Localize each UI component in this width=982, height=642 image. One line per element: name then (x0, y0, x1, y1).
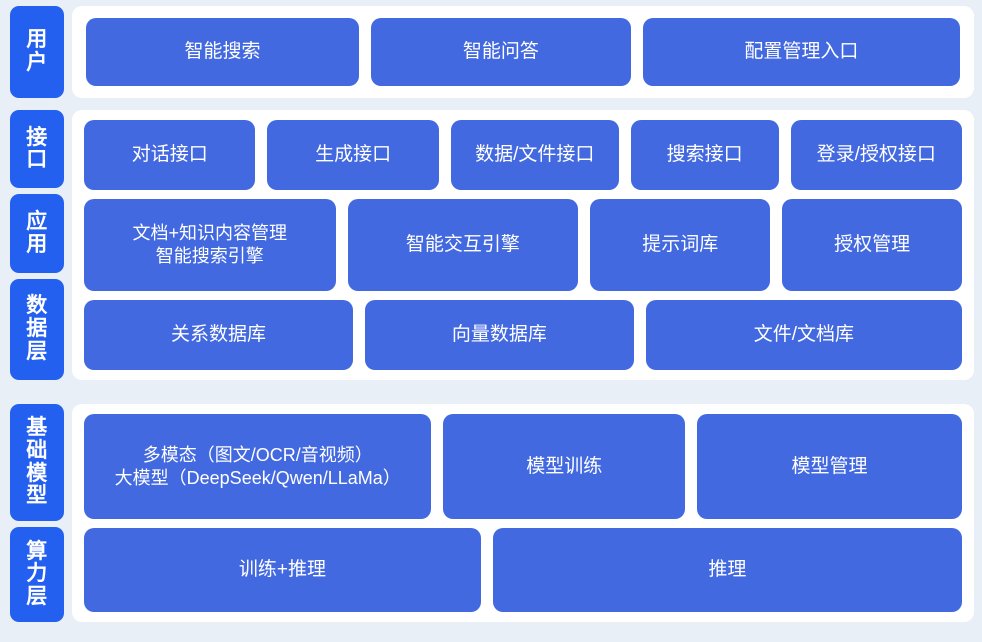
section-middle: 接 口 应 用 数 据 层 对话接口 生成接口 数据/文件接口 搜索接口 登录/… (0, 104, 982, 386)
row-data: 关系数据库 向量数据库 文件/文档库 (84, 299, 962, 370)
box-search-interface[interactable]: 搜索接口 (630, 120, 779, 191)
card-user: 智能搜索 智能问答 配置管理入口 (72, 6, 974, 98)
card-base: 多模态（图文/OCR/音视频） 大模型（DeepSeek/Qwen/LLaMa）… (72, 404, 974, 622)
box-doc-knowledge-management[interactable]: 文档+知识内容管理 智能搜索引擎 (84, 199, 336, 291)
box-training-inference[interactable]: 训练+推理 (84, 528, 481, 612)
layer-label-user-char-0: 用 (26, 28, 48, 52)
box-inference[interactable]: 推理 (492, 528, 962, 612)
box-model-management[interactable]: 模型管理 (696, 414, 962, 520)
layer-label-data-char-0: 数 (26, 294, 48, 318)
box-intelligent-search[interactable]: 智能搜索 (86, 18, 360, 86)
box-config-management-entry[interactable]: 配置管理入口 (642, 18, 960, 86)
box-relational-database[interactable]: 关系数据库 (84, 299, 353, 370)
section-user: 用 户 智能搜索 智能问答 配置管理入口 (0, 0, 982, 104)
section-base: 基 础 模 型 算 力 层 多模态（图文/OCR/音视频） 大模型（DeepSe… (0, 398, 982, 630)
section-divider (0, 386, 982, 398)
layer-label-user-char-1: 户 (26, 51, 48, 74)
layer-label-interface-char-0: 接 (26, 125, 48, 149)
layer-label-base-model-char-1: 础 (26, 439, 48, 462)
box-intelligent-qa[interactable]: 智能问答 (371, 18, 631, 86)
layer-label-compute-char-1: 力 (26, 562, 48, 586)
box-dialog-interface[interactable]: 对话接口 (84, 120, 256, 191)
box-login-auth-interface[interactable]: 登录/授权接口 (790, 120, 962, 191)
layer-label-compute[interactable]: 算 力 层 (10, 527, 64, 623)
box-file-document-store[interactable]: 文件/文档库 (645, 299, 962, 370)
layer-label-user[interactable]: 用 户 (10, 6, 64, 98)
label-column-middle: 接 口 应 用 数 据 层 (10, 110, 64, 380)
layer-label-data-char-2: 层 (26, 339, 48, 363)
box-data-file-interface[interactable]: 数据/文件接口 (450, 120, 619, 191)
layer-label-data-char-1: 据 (26, 317, 48, 341)
row-user: 智能搜索 智能问答 配置管理入口 (86, 18, 960, 86)
row-compute: 训练+推理 推理 (84, 528, 962, 612)
layer-label-base-model[interactable]: 基 础 模 型 (10, 404, 64, 522)
layer-label-base-model-char-3: 型 (26, 484, 48, 508)
layer-label-interface-char-1: 口 (26, 148, 48, 172)
box-generation-interface[interactable]: 生成接口 (267, 120, 439, 191)
layer-label-base-model-char-2: 模 (26, 461, 48, 485)
row-application: 文档+知识内容管理 智能搜索引擎 智能交互引擎 提示词库 授权管理 (84, 199, 963, 291)
box-vector-database[interactable]: 向量数据库 (364, 299, 634, 370)
box-intelligent-interaction-engine[interactable]: 智能交互引擎 (347, 199, 579, 291)
layer-label-application-char-0: 应 (26, 209, 48, 233)
layer-label-application-char-1: 用 (26, 232, 48, 256)
label-column-user: 用 户 (10, 6, 64, 98)
box-model-training[interactable]: 模型训练 (443, 414, 685, 520)
layer-label-base-model-char-0: 基 (26, 416, 48, 440)
layer-label-data[interactable]: 数 据 层 (10, 278, 64, 380)
box-authorization-management[interactable]: 授权管理 (782, 199, 963, 291)
layer-label-interface[interactable]: 接 口 (10, 110, 64, 189)
card-middle: 对话接口 生成接口 数据/文件接口 搜索接口 登录/授权接口 文档+知识内容管理… (72, 110, 974, 380)
box-multimodal-large-model[interactable]: 多模态（图文/OCR/音视频） 大模型（DeepSeek/Qwen/LLaMa） (84, 414, 432, 520)
row-interface: 对话接口 生成接口 数据/文件接口 搜索接口 登录/授权接口 (84, 120, 962, 191)
layer-label-application[interactable]: 应 用 (10, 194, 64, 273)
label-column-base: 基 础 模 型 算 力 层 (10, 404, 64, 623)
layer-label-compute-char-0: 算 (26, 539, 48, 563)
layer-label-compute-char-2: 层 (26, 585, 48, 609)
box-prompt-library[interactable]: 提示词库 (590, 199, 771, 291)
row-base-model: 多模态（图文/OCR/音视频） 大模型（DeepSeek/Qwen/LLaMa）… (84, 414, 962, 520)
